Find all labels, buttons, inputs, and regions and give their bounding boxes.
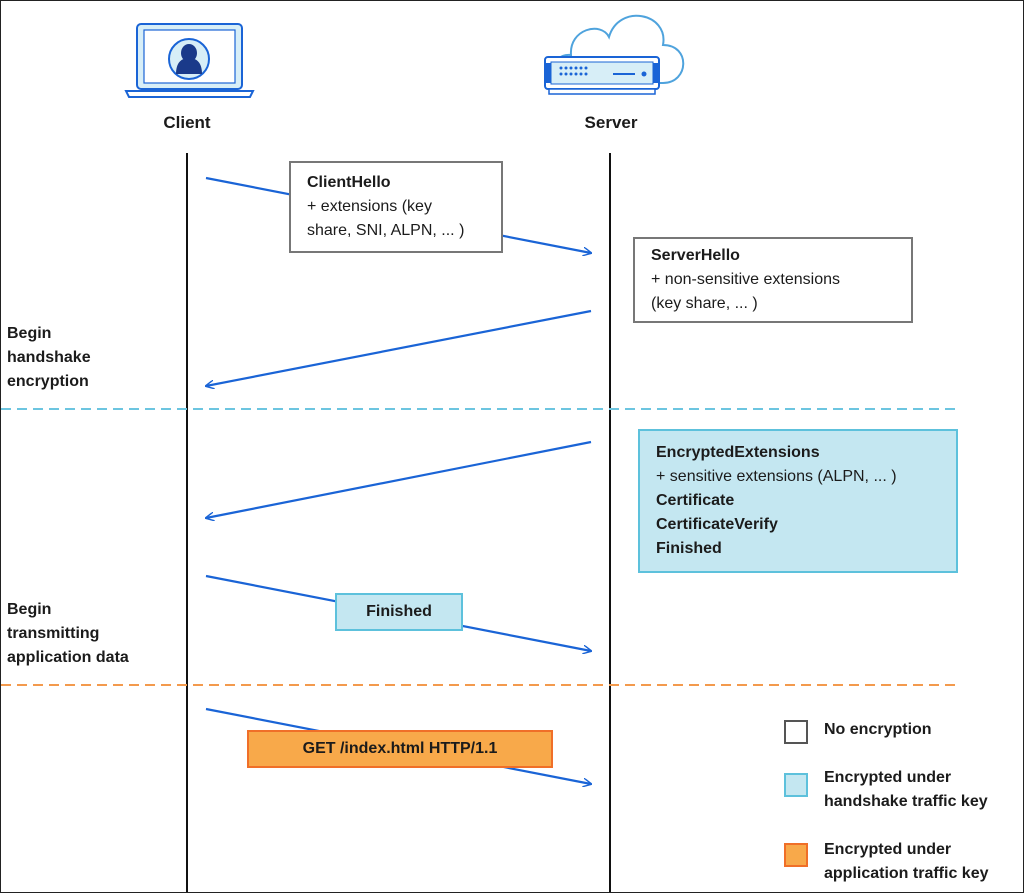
cloud-server-icon: [544, 14, 685, 95]
legend-no-encryption-label: No encryption: [824, 721, 932, 738]
server-hello-box: ServerHello + non-sensitive extensions (…: [633, 237, 913, 323]
http-request-box: GET /index.html HTTP/1.1: [247, 730, 553, 768]
server-hello-line-1: + non-sensitive extensions: [651, 271, 840, 288]
http-request-label: GET /index.html HTTP/1.1: [302, 740, 498, 757]
encrypted-extensions-arrow: [206, 440, 592, 518]
encrypted-extensions-detail: + sensitive extensions (ALPN, ... ): [656, 468, 897, 485]
server-finished-label: Finished: [656, 540, 722, 557]
application-phase-label: Begin transmitting application data: [7, 601, 129, 666]
certificate-label: Certificate: [656, 492, 735, 509]
legend-application-label: Encrypted under application traffic key: [824, 841, 989, 882]
server-hello-arrow: [206, 309, 592, 386]
legend-handshake-swatch: [784, 773, 808, 797]
legend-no-encryption-swatch: [784, 720, 808, 744]
server-hello-title: ServerHello: [651, 247, 740, 264]
server-label: Server: [584, 113, 638, 132]
encrypted-extensions-title: EncryptedExtensions: [656, 444, 820, 461]
handshake-phase-label: Begin handshake encryption: [7, 325, 91, 390]
server-hello-line-2: (key share, ... ): [651, 295, 758, 312]
client-finished-box: Finished: [335, 593, 463, 631]
client-hello-title: ClientHello: [307, 174, 391, 191]
encrypted-extensions-box: EncryptedExtensions + sensitive extensio…: [638, 429, 958, 573]
client-hello-line-2: share, SNI, ALPN, ... ): [307, 222, 465, 239]
certificate-verify-label: CertificateVerify: [656, 516, 778, 533]
client-hello-line-1: + extensions (key: [307, 198, 432, 215]
client-hello-box: ClientHello + extensions (key share, SNI…: [289, 161, 503, 253]
legend-handshake-label: Encrypted under handshake traffic key: [824, 769, 988, 810]
client-label: Client: [163, 113, 211, 132]
laptop-user-icon: [124, 23, 255, 98]
legend-application-swatch: [784, 843, 808, 867]
client-finished-label: Finished: [366, 603, 432, 620]
